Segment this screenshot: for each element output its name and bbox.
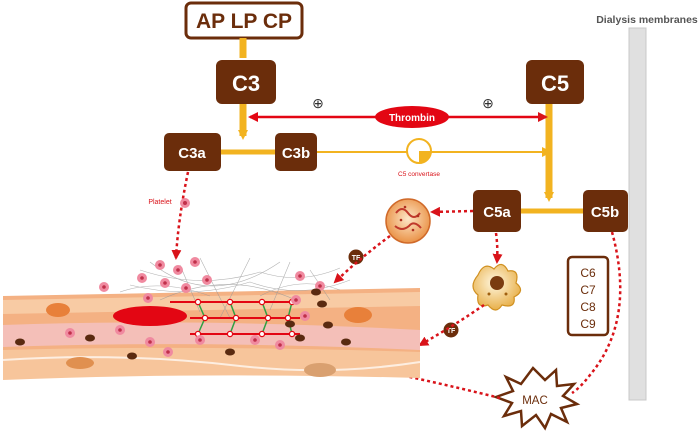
terminal-components-box (566, 255, 610, 337)
mac-label: MAC (522, 395, 548, 407)
thrombin-oval (375, 106, 449, 128)
c3b-label: C3b (282, 145, 310, 162)
c7-label: C7 (580, 283, 596, 297)
c5b-label: C5b (591, 204, 619, 221)
neutrophil-tf-dotted-arrow (333, 234, 391, 284)
mac-starburst (492, 366, 581, 431)
c5a-to-macrophage-dotted-arrow (492, 232, 503, 264)
platelet-label: Platelet (148, 199, 171, 206)
dialysis-membrane-bar (628, 27, 647, 401)
c5-convertase-icon (406, 138, 432, 164)
c9-label: C9 (580, 317, 596, 331)
c5a-box (473, 190, 521, 232)
c3a-box (164, 133, 221, 171)
tf-badge-upper (348, 249, 364, 265)
neutrophil-cell (385, 198, 431, 244)
c3b-box (275, 133, 317, 171)
c8-label: C8 (580, 300, 596, 314)
tf-badge-lower (443, 322, 459, 338)
c5b-to-mac-dotted-arrow (571, 231, 622, 395)
c5-convertase-label: C5 convertase (398, 171, 440, 178)
macrophage-tf-dotted-arrow (418, 303, 485, 347)
pathways-label: AP LP CP (196, 10, 292, 33)
c3a-to-platelet-dotted-arrow (171, 171, 190, 260)
c6-label: C6 (580, 266, 596, 280)
dialysis-membranes-label: Dialysis membranes (596, 14, 698, 26)
thrombin-label: Thrombin (389, 113, 435, 124)
c3-box (216, 60, 276, 104)
plus-left-symbol: ⊕ (312, 95, 324, 111)
c5-box (526, 60, 584, 104)
platelet-cluster (65, 257, 325, 357)
platelet-icon (180, 198, 190, 208)
c5a-label: C5a (483, 204, 511, 221)
macrophage-cell (472, 263, 522, 311)
c5-label: C5 (541, 71, 569, 96)
plus-right-symbol: ⊕ (482, 95, 494, 111)
tissue-factor-dots (15, 288, 351, 360)
c3-label: C3 (232, 71, 260, 96)
tf-label-lower: TF (447, 328, 456, 335)
c5b-box (583, 190, 628, 232)
c3a-label: C3a (178, 145, 206, 162)
tf-label-upper: TF (352, 255, 361, 262)
c5a-to-neutrophil-dotted-arrow (430, 206, 474, 217)
fibrin-network (119, 257, 351, 319)
